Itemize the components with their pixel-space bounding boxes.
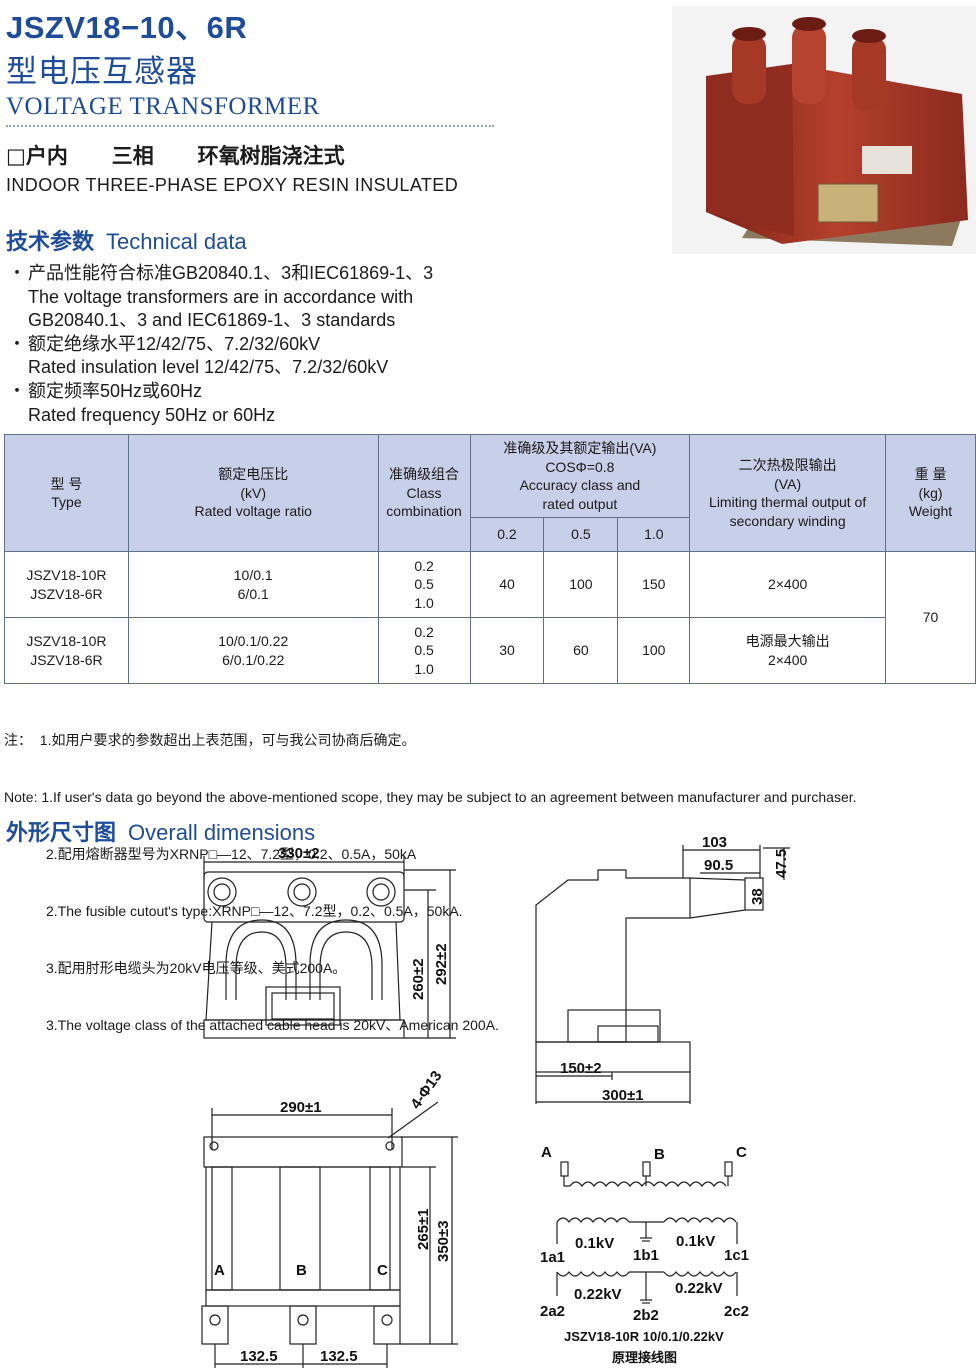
title-en: VOLTAGE TRANSFORMER [6, 93, 320, 120]
wiring-phase-label: A [541, 1144, 552, 1161]
header-weight: 重 量(kg)Weight [885, 434, 976, 552]
dim-label: 90.5 [704, 857, 733, 874]
terminal-label: 1c1 [724, 1247, 749, 1264]
terminal-label: 2a2 [540, 1303, 565, 1320]
subtitle-cn: □户内 三相 环氧树脂浇注式 [6, 144, 345, 168]
dimension-drawings: 330±2 260±2 292±2 103 90.5 47.5 38 15 [201, 834, 790, 1368]
dim-label: 47.5 [773, 849, 790, 878]
wiring-caption: 原理接线图 [612, 1350, 677, 1365]
winding-voltage: 0.1kV [676, 1233, 715, 1250]
note-line: 2.配用熔断器型号为XRNP□—12、7.2型，0.2、0.5A，50kA [46, 846, 417, 862]
dim-label: 132.5 [240, 1348, 278, 1365]
dim-label: 103 [702, 834, 727, 851]
bullet-standards: ・产品性能符合标准GB20840.1、3和IEC61869-1、3 [8, 263, 434, 283]
product-photo [672, 6, 976, 254]
note-line: 3.The voltage class of the attached cabl… [46, 1017, 499, 1033]
winding-voltage: 0.1kV [575, 1235, 614, 1252]
side-view: 103 90.5 47.5 38 150±2 300±1 [535, 834, 790, 1104]
dim-label: 38 [749, 888, 766, 905]
notes: 注： 1.如用户要求的参数超出上表范围，可与我公司协商后确定。 Note: 1.… [4, 693, 857, 1054]
dim-label: 150±2 [560, 1060, 602, 1077]
weight-cell: 70 [885, 551, 976, 684]
dim-label: 260±2 [410, 958, 427, 1000]
title-cn: 型电压互感器 [6, 54, 198, 90]
bullet-frequency: ・额定频率50Hz或60Hz [8, 380, 203, 401]
wiring-caption: JSZV18-10R 10/0.1/0.22kV [564, 1329, 724, 1344]
bullet-insulation: ・额定绝缘水平12/42/75、7.2/32/60kV [8, 333, 321, 354]
note-line: Note: 1.If user's data go beyond the abo… [4, 789, 857, 805]
dim-label: 292±2 [433, 943, 450, 985]
winding-voltage: 0.22kV [574, 1286, 622, 1303]
spec-bullets: ・产品性能符合标准GB20840.1、3和IEC61869-1、3 The vo… [6, 262, 496, 427]
terminal-label: 2c2 [724, 1303, 749, 1320]
model-title: JSZV18−10、6R [6, 10, 248, 45]
terminal-label: 1b1 [633, 1247, 659, 1264]
phase-label: B [296, 1262, 307, 1279]
header-acc-05: 0.5 [543, 517, 619, 552]
dim-label: 132.5 [320, 1348, 358, 1365]
dim-label: 330±2 [278, 845, 320, 862]
header-acc-10: 1.0 [617, 517, 691, 552]
subtitle-en: INDOOR THREE-PHASE EPOXY RESIN INSULATED [6, 175, 459, 195]
bullet-text: GB20840.1、3 and IEC61869-1、3 standards [28, 310, 396, 331]
terminal-label: 1a1 [540, 1249, 565, 1266]
wiring-phase-label: C [736, 1144, 747, 1161]
note-line: 2.The fusible cutout's type:XRNP□—12、7.2… [46, 903, 463, 919]
phase-label: C [377, 1262, 388, 1279]
dim-label: 300±1 [602, 1087, 644, 1104]
note-line: 3.配用肘形电缆头为20kV电压等级、美式200A。 [46, 960, 347, 976]
header-ratio: 额定电压比(kV)Rated voltage ratio [127, 434, 379, 552]
dim-label: 290±1 [280, 1099, 322, 1116]
front-view: 330±2 260±2 292±2 [203, 845, 456, 1039]
phase-label: A [214, 1262, 225, 1279]
dim-label: 4-Φ13 [407, 1068, 445, 1112]
winding-voltage: 0.22kV [675, 1280, 723, 1297]
bullet-text: The voltage transformers are in accordan… [28, 286, 414, 307]
note-line: 注： 1.如用户要求的参数超出上表范围，可与我公司协商后确定。 [4, 732, 416, 748]
bullet-text: Rated frequency 50Hz or 60Hz [28, 404, 276, 425]
dim-label: 265±1 [415, 1208, 432, 1250]
wiring-diagram: A B C 0.1kV 0.1kV 0.22kV 0.22kV 1a1 1b1 … [540, 1144, 749, 1365]
header-acc-02: 0.2 [469, 517, 545, 552]
dim-label: 350±3 [435, 1220, 452, 1262]
wiring-phase-label: B [654, 1146, 665, 1163]
bottom-view: 290±1 4-Φ13 A B C 265±1 350±3 132.5 132.… [201, 1068, 458, 1368]
bullet-text: Rated insulation level 12/42/75、7.2/32/6… [28, 357, 389, 378]
title-divider [6, 125, 494, 127]
terminal-label: 2b2 [633, 1307, 659, 1324]
